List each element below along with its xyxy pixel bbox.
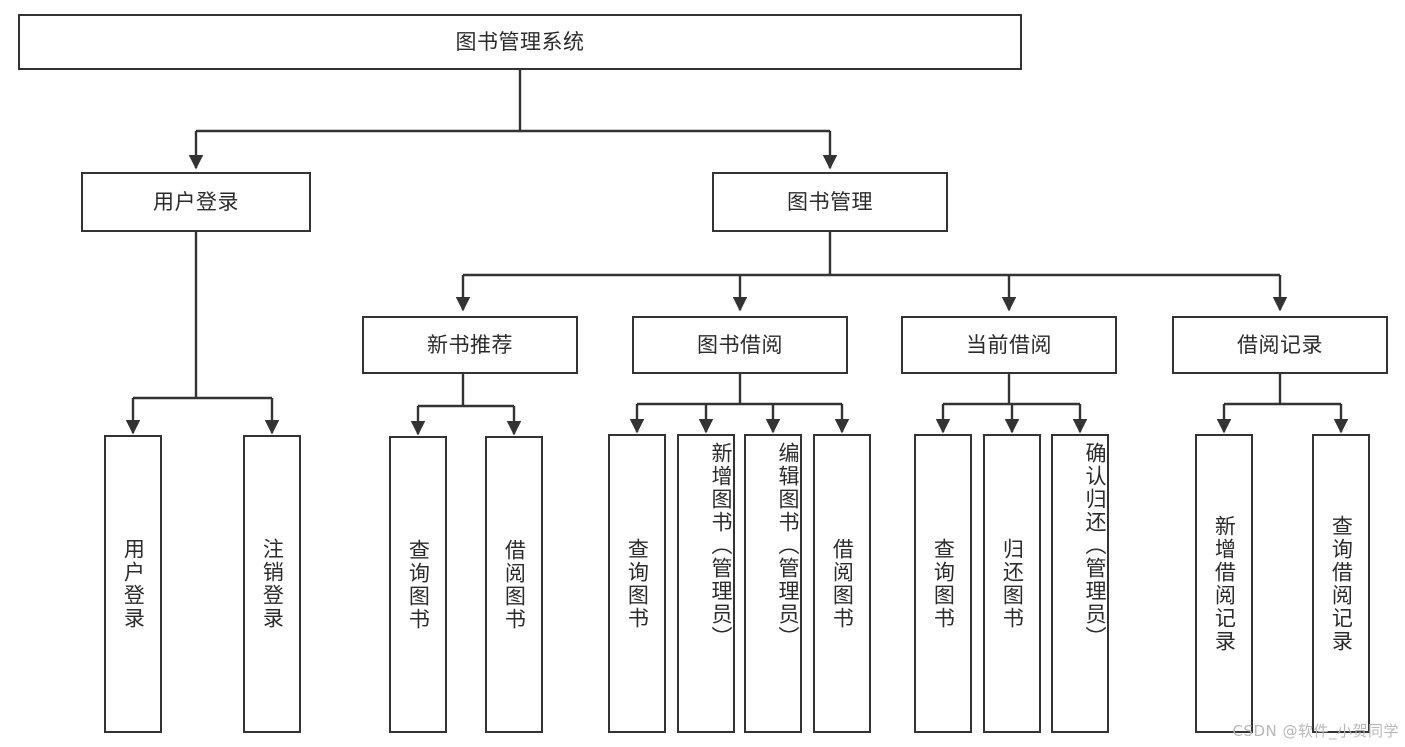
node-new-book-recommend-label: 新书推荐 (427, 332, 513, 357)
node-leaf-confirm-return-label: 确认归还（管理员） (1083, 442, 1107, 649)
node-current-borrow-label: 当前借阅 (966, 332, 1052, 357)
node-user-login[interactable]: 用户登录 (81, 172, 311, 232)
node-new-book-recommend[interactable]: 新书推荐 (362, 316, 578, 374)
node-book-manage-label: 图书管理 (787, 189, 873, 214)
node-borrow-record-label: 借阅记录 (1237, 332, 1323, 357)
node-user-login-label: 用户登录 (153, 189, 239, 214)
node-leaf-borrow-book-2-label: 借阅图书 (830, 537, 855, 630)
node-leaf-user-login-label: 用户登录 (121, 538, 146, 630)
node-leaf-add-record[interactable]: 新增借阅记录 (1195, 434, 1253, 733)
node-leaf-add-book[interactable]: 新增图书（管理员） (677, 434, 735, 733)
node-leaf-edit-book[interactable]: 编辑图书（管理员） (744, 434, 802, 733)
node-book-borrow[interactable]: 图书借阅 (632, 316, 848, 374)
node-book-borrow-label: 图书借阅 (697, 332, 783, 357)
node-leaf-add-book-label: 新增图书（管理员） (709, 442, 733, 649)
node-leaf-borrow-book-1[interactable]: 借阅图书 (485, 436, 543, 733)
node-leaf-borrow-book-2[interactable]: 借阅图书 (813, 434, 871, 733)
watermark-csdn: CSDN @软件_小贺同学 (1232, 722, 1399, 740)
node-leaf-return-book[interactable]: 归还图书 (983, 434, 1041, 733)
node-leaf-query-book-1[interactable]: 查询图书 (389, 436, 447, 733)
node-leaf-return-book-label: 归还图书 (1000, 537, 1025, 630)
node-root-label: 图书管理系统 (455, 29, 585, 54)
node-leaf-query-book-2[interactable]: 查询图书 (608, 434, 666, 733)
node-leaf-logout[interactable]: 注销登录 (243, 435, 301, 733)
node-leaf-query-book-3-label: 查询图书 (931, 537, 956, 630)
node-leaf-query-book-3[interactable]: 查询图书 (914, 434, 972, 733)
node-book-manage[interactable]: 图书管理 (712, 172, 948, 232)
node-borrow-record[interactable]: 借阅记录 (1172, 316, 1388, 374)
node-leaf-edit-book-label: 编辑图书（管理员） (776, 442, 800, 649)
node-leaf-logout-label: 注销登录 (260, 538, 285, 630)
node-leaf-query-book-2-label: 查询图书 (625, 537, 650, 630)
node-leaf-add-record-label: 新增借阅记录 (1212, 514, 1237, 653)
node-leaf-user-login[interactable]: 用户登录 (104, 435, 162, 733)
node-leaf-borrow-book-1-label: 借阅图书 (502, 538, 527, 631)
node-leaf-query-record[interactable]: 查询借阅记录 (1312, 434, 1370, 733)
node-current-borrow[interactable]: 当前借阅 (901, 316, 1117, 374)
node-leaf-confirm-return[interactable]: 确认归还（管理员） (1051, 434, 1109, 733)
node-leaf-query-record-label: 查询借阅记录 (1329, 514, 1354, 653)
node-root[interactable]: 图书管理系统 (18, 14, 1022, 70)
node-leaf-query-book-1-label: 查询图书 (406, 538, 431, 631)
